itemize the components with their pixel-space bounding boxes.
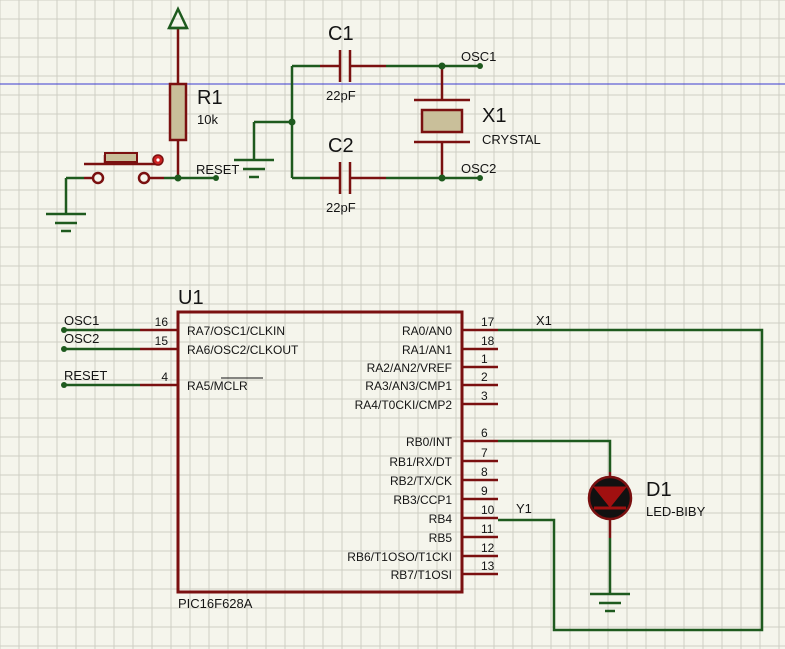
osc-ground-tie xyxy=(252,66,296,178)
pin-name: RA5/MCLR xyxy=(187,379,248,393)
pin-name: RB5 xyxy=(429,531,453,545)
d1-value: LED-BIBY xyxy=(646,504,706,519)
pin-number: 17 xyxy=(481,315,495,329)
ic-u1[interactable]: U1 PIC16F628A 16RA7/OSC1/CLKIN15RA6/OSC2… xyxy=(140,287,498,611)
pin-name: RB0/INT xyxy=(406,435,453,449)
pin-number: 10 xyxy=(481,503,495,517)
pin-name: RB6/T1OSO/T1CKI xyxy=(347,550,452,564)
pin-name: RB7/T1OSI xyxy=(391,568,452,582)
pin-name: RA2/AN2/VREF xyxy=(367,361,452,375)
osc1-net-label: OSC1 xyxy=(64,313,99,328)
pin-name: RA4/T0CKI/CMP2 xyxy=(355,398,453,412)
crystal-x1[interactable]: X1 CRYSTAL xyxy=(386,62,541,182)
pin-name: RB4 xyxy=(429,512,453,526)
pin-name: RB3/CCP1 xyxy=(393,493,452,507)
pin-number: 15 xyxy=(155,334,169,348)
pin-name: RA1/AN1 xyxy=(402,343,452,357)
ground-symbol xyxy=(46,212,86,233)
capacitor-c2[interactable]: C2 22pF xyxy=(292,135,386,215)
pin-name: RA3/AN3/CMP1 xyxy=(365,379,452,393)
pin-number: 2 xyxy=(481,370,488,384)
d1-ref: D1 xyxy=(646,479,672,501)
pin-number: 16 xyxy=(155,315,169,329)
power-terminal[interactable] xyxy=(167,6,189,84)
capacitor-c1[interactable]: C1 22pF xyxy=(292,23,386,103)
resistor-r1[interactable]: R1 10k xyxy=(168,82,223,178)
net-x1: X1 Y1 xyxy=(498,313,764,632)
pin-number: 3 xyxy=(481,389,488,403)
c2-ref: C2 xyxy=(328,135,354,157)
c2-value: 22pF xyxy=(326,200,356,215)
pin-name: RA6/OSC2/CLKOUT xyxy=(187,343,299,357)
y1-net-label: Y1 xyxy=(516,501,532,516)
reset-net: RESET xyxy=(64,162,239,214)
pin-number: 1 xyxy=(481,352,488,366)
ground-symbol xyxy=(590,592,630,613)
osc2-net-label: OSC2 xyxy=(461,161,496,176)
reset-net-label: RESET xyxy=(64,368,107,383)
r1-value: 10k xyxy=(197,112,218,127)
pin-name: RB2/TX/CK xyxy=(390,474,452,488)
x1-net-label: X1 xyxy=(536,313,552,328)
u1-left-nets: OSC1 OSC2 RESET xyxy=(61,313,140,388)
pin-name: RA7/OSC1/CLKIN xyxy=(187,324,285,338)
pin-number: 7 xyxy=(481,446,488,460)
pin-number: 8 xyxy=(481,465,488,479)
ground-symbol xyxy=(234,158,274,179)
c1-value: 22pF xyxy=(326,88,356,103)
pin-name: RA0/AN0 xyxy=(402,324,452,338)
pin-number: 11 xyxy=(481,522,494,536)
osc1-net-label: OSC1 xyxy=(461,49,496,64)
u1-part: PIC16F628A xyxy=(178,596,253,611)
pin-number: 18 xyxy=(481,334,495,348)
pin-name: RB1/RX/DT xyxy=(389,455,452,469)
x1-value: CRYSTAL xyxy=(482,132,541,147)
pin-number: 12 xyxy=(481,541,495,555)
osc2-net-label: OSC2 xyxy=(64,331,99,346)
pin-number: 6 xyxy=(481,426,488,440)
pin-number: 13 xyxy=(481,559,495,573)
u1-ref: U1 xyxy=(178,287,204,309)
net-rb0 xyxy=(498,439,612,472)
pin-number: 4 xyxy=(161,370,168,384)
reset-net-label: RESET xyxy=(196,162,239,177)
led-d1[interactable]: D1 LED-BIBY xyxy=(587,472,706,594)
pin-number: 9 xyxy=(481,484,488,498)
c1-ref: C1 xyxy=(328,23,354,45)
x1-ref: X1 xyxy=(482,105,506,127)
reset-button[interactable] xyxy=(84,152,164,185)
r1-ref: R1 xyxy=(197,87,223,109)
